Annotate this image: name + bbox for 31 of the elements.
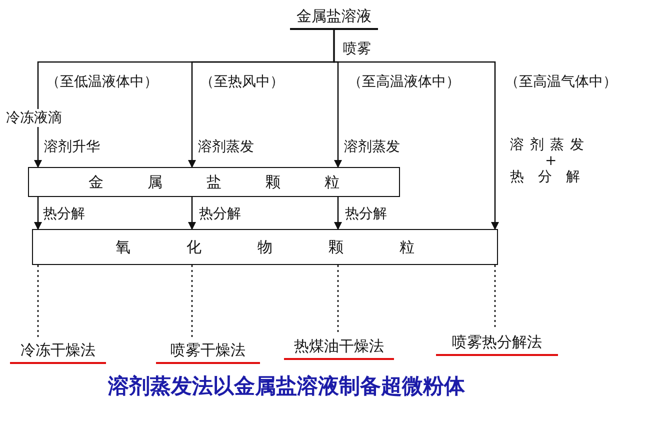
- arrow: [188, 197, 196, 230]
- edge-label: 热分解: [344, 205, 388, 223]
- branch-heading: （至高温液体中）: [348, 73, 460, 91]
- branch-heading: （至低温液体中）: [46, 73, 158, 91]
- step-label: 溶剂蒸发: [344, 138, 400, 156]
- step-label: 溶剂升华: [44, 138, 100, 156]
- method-label: 喷雾热分解法: [436, 330, 558, 356]
- dotted-line: [191, 265, 193, 338]
- arrow: [333, 30, 499, 230]
- caption: 溶剂蒸发法以金属盐溶液制备超微粉体: [108, 372, 465, 400]
- edge-label: 热分解: [42, 205, 86, 223]
- process-box: 氧化物颗粒: [32, 229, 498, 265]
- arrow: [34, 197, 42, 230]
- dotted-line: [337, 265, 339, 334]
- method-label: 冷冻干燥法: [10, 338, 106, 364]
- source-label: 金属盐溶液: [290, 4, 378, 30]
- step-label: 溶剂蒸发: [198, 138, 254, 156]
- arrow: [334, 197, 342, 230]
- dotted-line: [37, 265, 39, 338]
- method-label: 喷雾干燥法: [156, 338, 260, 364]
- branch-heading: （至高温气体中）: [505, 73, 617, 91]
- step-label: 喷雾: [343, 40, 371, 58]
- branch-heading: （至热风中）: [200, 73, 284, 91]
- step-label: 溶剂蒸发: [510, 136, 590, 154]
- edge-label: 热分解: [198, 205, 242, 223]
- dotted-line: [494, 265, 496, 330]
- step-label: 热分解: [510, 168, 594, 186]
- process-box: 金属盐颗粒: [28, 167, 400, 197]
- method-label: 热煤油干燥法: [284, 334, 394, 360]
- plus-sign: +: [545, 152, 557, 170]
- step-label: 冷冻液滴: [6, 109, 62, 127]
